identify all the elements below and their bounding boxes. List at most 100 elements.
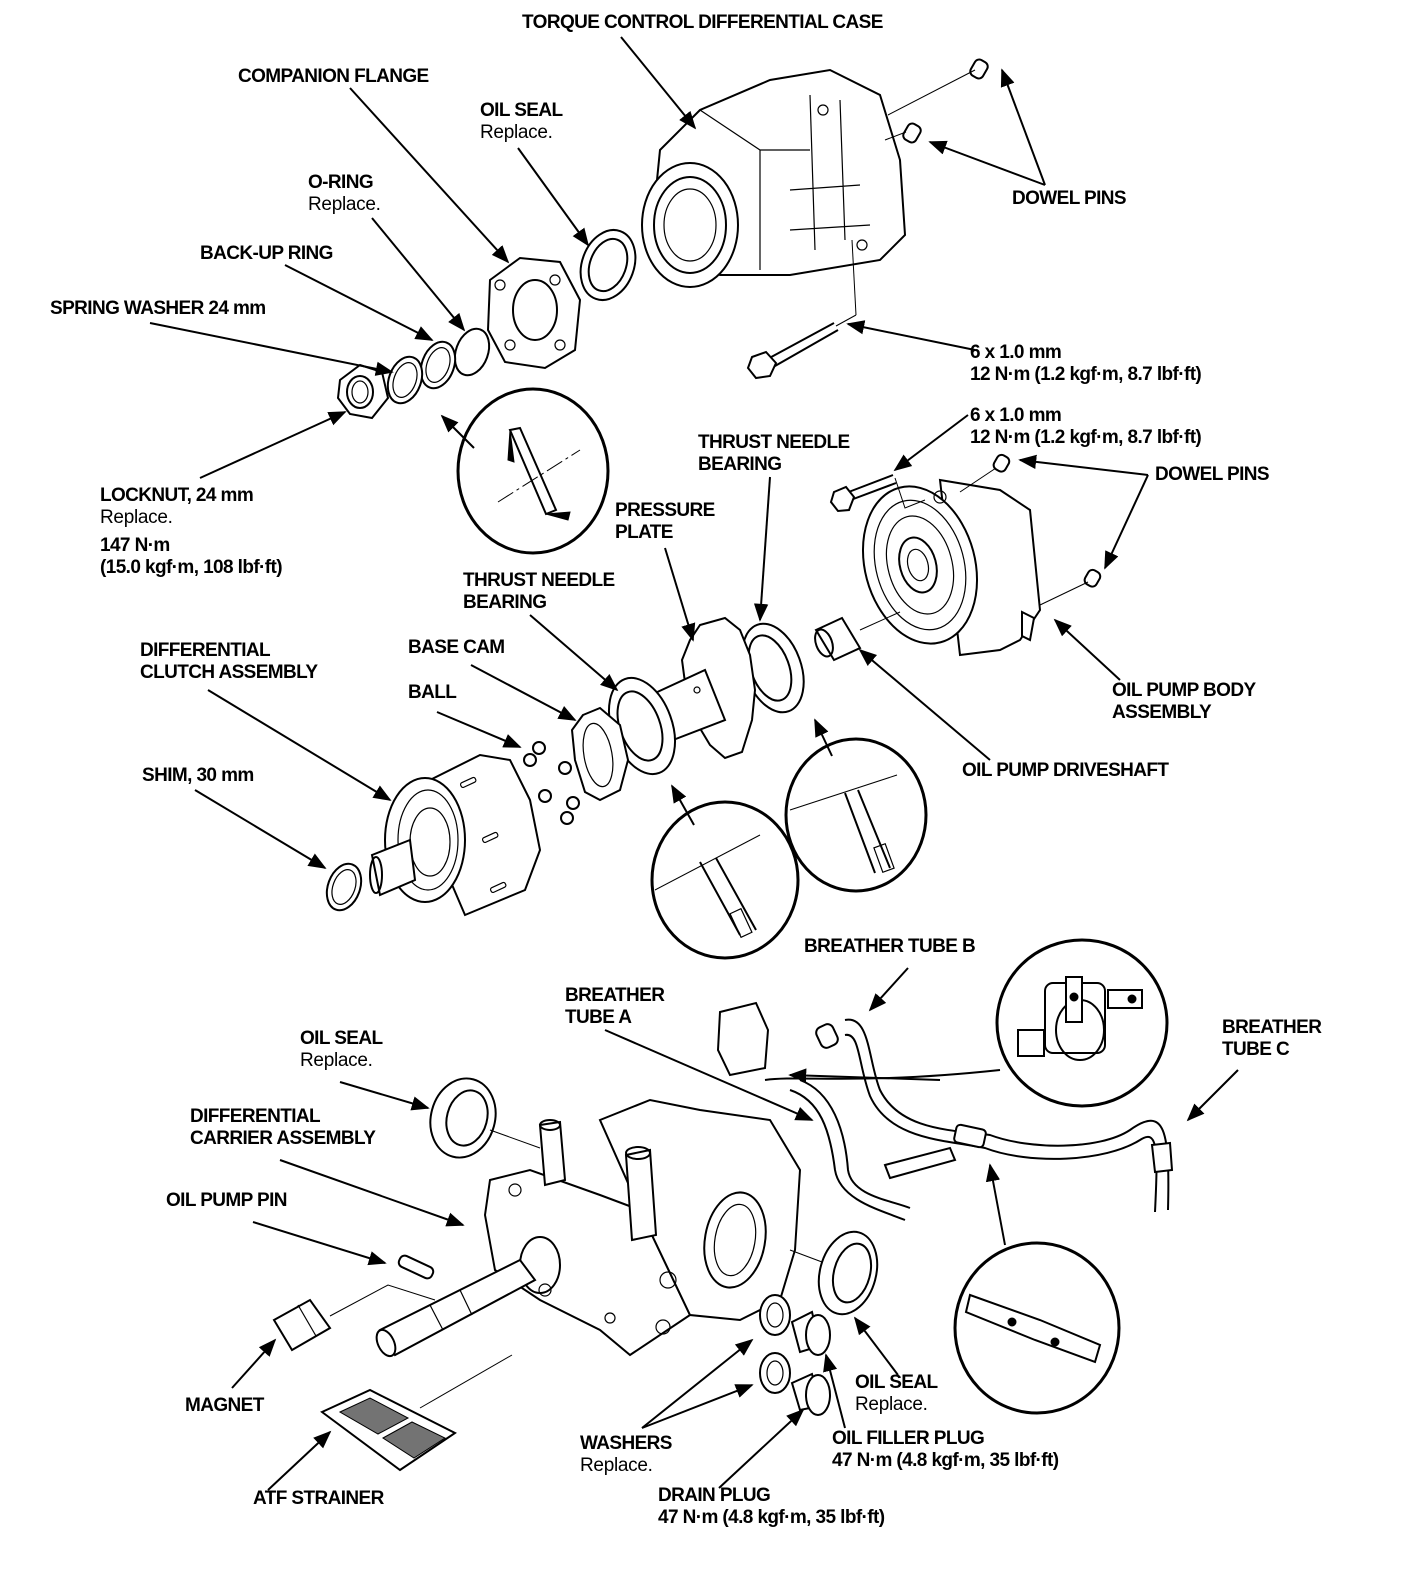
label-bolt-upper-size: 6 x 1.0 mm bbox=[970, 342, 1062, 363]
label-oil-filler-plug: OIL FILLER PLUG 47 N·m (4.8 kgf·m, 35 lb… bbox=[832, 1428, 1059, 1472]
case-bolt-part bbox=[746, 239, 857, 380]
o-ring-part bbox=[453, 327, 491, 377]
label-oil-filler-plug-title: OIL FILLER PLUG bbox=[832, 1428, 985, 1449]
label-thrust-needle-bearing-right: THRUST NEEDLE BEARING bbox=[698, 432, 850, 476]
oil-pump-pin-part bbox=[397, 1254, 435, 1280]
label-torque-control-differential-case: TORQUE CONTROL DIFFERENTIAL CASE bbox=[522, 12, 883, 33]
label-bolt-upper-torque: 12 N·m (1.2 kgf·m, 8.7 lbf·ft) bbox=[970, 364, 1202, 385]
base-cam-part bbox=[570, 706, 630, 802]
label-washers-note: Replace. bbox=[580, 1455, 653, 1476]
differential-carrier-assembly-part bbox=[483, 1098, 802, 1357]
companion-flange-part bbox=[486, 256, 582, 370]
dowel-pin-part bbox=[884, 58, 989, 144]
label-differential-clutch-assembly-line2: CLUTCH ASSEMBLY bbox=[140, 662, 318, 683]
label-bolt-pump-torque: 12 N·m (1.2 kgf·m, 8.7 lbf·ft) bbox=[970, 427, 1202, 448]
label-thrust-needle-bearing-right-line2: BEARING bbox=[698, 454, 782, 475]
label-spring-washer: SPRING WASHER 24 mm bbox=[50, 298, 266, 319]
label-bolt-pump-size: 6 x 1.0 mm bbox=[970, 405, 1062, 426]
label-drain-plug: DRAIN PLUG 47 N·m (4.8 kgf·m, 35 lbf·ft) bbox=[658, 1485, 885, 1529]
oil-seal-upper-part bbox=[579, 229, 637, 301]
detail-view-spring-washer bbox=[440, 387, 610, 555]
label-ball: BALL bbox=[408, 682, 457, 703]
label-oil-seal-right-title: OIL SEAL bbox=[855, 1372, 938, 1393]
pump-dowel-pin-upper bbox=[992, 453, 1011, 473]
label-drain-plug-torque: 47 N·m (4.8 kgf·m, 35 lbf·ft) bbox=[658, 1507, 885, 1528]
detail-view-breather-clip bbox=[995, 938, 1169, 1108]
label-o-ring-title: O-RING bbox=[308, 172, 374, 193]
label-differential-clutch-assembly: DIFFERENTIAL CLUTCH ASSEMBLY bbox=[140, 640, 318, 684]
detail-view-thrust-bearing-right bbox=[784, 718, 928, 893]
label-oil-seal-upper-title: OIL SEAL bbox=[480, 100, 563, 121]
label-drain-plug-title: DRAIN PLUG bbox=[658, 1485, 771, 1506]
detail-view-thrust-bearing-left bbox=[650, 784, 800, 960]
label-oil-seal-left-title: OIL SEAL bbox=[300, 1028, 383, 1049]
label-thrust-needle-bearing-left-line1: THRUST NEEDLE bbox=[463, 570, 615, 591]
label-thrust-needle-bearing-right-line1: THRUST NEEDLE bbox=[698, 432, 850, 453]
label-oil-pump-body-assembly: OIL PUMP BODY ASSEMBLY bbox=[1112, 680, 1256, 724]
label-breather-tube-a: BREATHER TUBE A bbox=[565, 985, 665, 1029]
label-oil-pump-body-assembly-line1: OIL PUMP BODY bbox=[1112, 680, 1256, 701]
label-back-up-ring: BACK-UP RING bbox=[200, 243, 333, 264]
leader-lines bbox=[149, 36, 1239, 1491]
oil-pump-body-part bbox=[861, 478, 1042, 657]
label-breather-tube-c-line2: TUBE C bbox=[1222, 1039, 1290, 1060]
label-oil-seal-right-note: Replace. bbox=[855, 1394, 928, 1415]
label-breather-tube-c: BREATHER TUBE C bbox=[1222, 1017, 1322, 1061]
label-locknut-torque-nm: 147 N·m bbox=[100, 535, 170, 556]
label-atf-strainer: ATF STRAINER bbox=[253, 1488, 384, 1509]
pump-dowel-pin-lower bbox=[1083, 568, 1102, 588]
spring-washer-part bbox=[386, 355, 424, 405]
label-oil-seal-left: OIL SEAL Replace. bbox=[300, 1028, 383, 1072]
label-dowel-pins-upper: DOWEL PINS bbox=[1012, 188, 1127, 209]
shim-part bbox=[325, 862, 363, 912]
drain-plug-part bbox=[790, 1372, 831, 1416]
differential-clutch-assembly-part bbox=[369, 753, 542, 917]
oil-filler-plug-part bbox=[790, 1310, 831, 1356]
label-breather-tube-a-line2: TUBE A bbox=[565, 1007, 632, 1028]
detail-view-breather-joint bbox=[953, 1163, 1121, 1415]
label-base-cam: BASE CAM bbox=[408, 637, 505, 658]
label-locknut-note: Replace. bbox=[100, 507, 173, 528]
label-differential-carrier-assembly-line1: DIFFERENTIAL bbox=[190, 1106, 321, 1127]
balls-part bbox=[523, 741, 580, 825]
label-differential-carrier-assembly: DIFFERENTIAL CARRIER ASSEMBLY bbox=[190, 1106, 376, 1150]
label-oil-seal-right: OIL SEAL Replace. bbox=[855, 1372, 938, 1416]
breather-tube-part bbox=[716, 1001, 1174, 1221]
label-oil-pump-driveshaft: OIL PUMP DRIVESHAFT bbox=[962, 760, 1169, 781]
label-thrust-needle-bearing-left-line2: BEARING bbox=[463, 592, 547, 613]
torque-control-differential-case-part bbox=[641, 68, 907, 288]
magnet-part bbox=[272, 1284, 436, 1352]
label-differential-clutch-assembly-line1: DIFFERENTIAL bbox=[140, 640, 271, 661]
label-magnet: MAGNET bbox=[185, 1395, 264, 1416]
label-pressure-plate: PRESSURE PLATE bbox=[615, 500, 715, 544]
label-breather-tube-a-line1: BREATHER bbox=[565, 985, 665, 1006]
label-locknut-title: LOCKNUT, 24 mm bbox=[100, 485, 254, 506]
label-oil-seal-upper: OIL SEAL Replace. bbox=[480, 100, 563, 144]
label-oil-seal-left-note: Replace. bbox=[300, 1050, 373, 1071]
label-pressure-plate-line1: PRESSURE bbox=[615, 500, 715, 521]
oil-seal-right-part bbox=[789, 1230, 879, 1316]
atf-strainer-part bbox=[320, 1354, 513, 1472]
label-oil-pump-pin: OIL PUMP PIN bbox=[166, 1190, 288, 1211]
label-o-ring-note: Replace. bbox=[308, 194, 381, 215]
label-o-ring: O-RING Replace. bbox=[308, 172, 381, 216]
back-up-ring-part bbox=[419, 340, 457, 390]
label-locknut: LOCKNUT, 24 mm Replace. 147 N·m (15.0 kg… bbox=[100, 485, 283, 579]
label-bolt-pump: 6 x 1.0 mm 12 N·m (1.2 kgf·m, 8.7 lbf·ft… bbox=[970, 405, 1202, 449]
oil-pump-driveshaft-part bbox=[814, 611, 901, 662]
label-dowel-pins-pump: DOWEL PINS bbox=[1155, 464, 1270, 485]
oil-seal-left-part bbox=[429, 1077, 541, 1159]
label-breather-tube-c-line1: BREATHER bbox=[1222, 1017, 1322, 1038]
label-oil-pump-body-assembly-line2: ASSEMBLY bbox=[1112, 702, 1212, 723]
label-bolt-upper: 6 x 1.0 mm 12 N·m (1.2 kgf·m, 8.7 lbf·ft… bbox=[970, 342, 1202, 386]
label-thrust-needle-bearing-left: THRUST NEEDLE BEARING bbox=[463, 570, 615, 614]
label-breather-tube-b: BREATHER TUBE B bbox=[804, 936, 976, 957]
washers-part bbox=[759, 1294, 791, 1394]
label-differential-carrier-assembly-line2: CARRIER ASSEMBLY bbox=[190, 1128, 376, 1149]
label-locknut-torque-kgf: (15.0 kgf·m, 108 lbf·ft) bbox=[100, 557, 283, 578]
pump-bolt-part bbox=[829, 474, 926, 513]
label-shim: SHIM, 30 mm bbox=[142, 765, 254, 786]
label-companion-flange: COMPANION FLANGE bbox=[238, 66, 429, 87]
label-oil-seal-upper-note: Replace. bbox=[480, 122, 553, 143]
